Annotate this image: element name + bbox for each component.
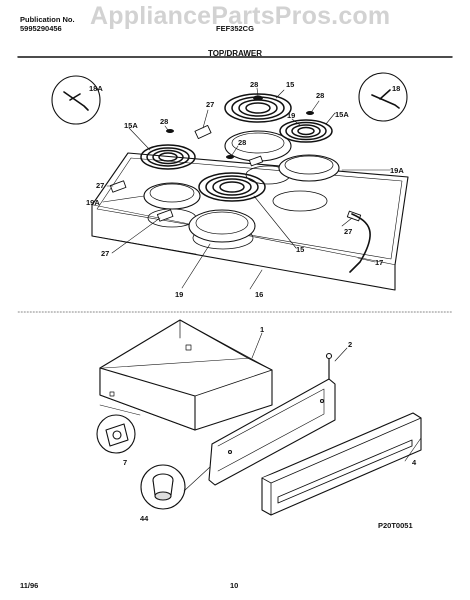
drawer-back-panel [208,352,336,486]
callout-19A-left: 19A [86,198,100,207]
callout-19-front: 19 [175,290,183,299]
watermark: AppliancePartsPros.com [90,2,391,30]
callout-27-left: 27 [96,181,104,190]
drawer-box [99,319,273,431]
drip-pan-right [278,154,340,182]
detail-circle-glide [140,464,186,510]
callout-2: 2 [348,340,352,349]
model-number: FEF352CG [216,24,254,33]
coil-element-left-rear [140,144,196,170]
footer-page-number: 10 [230,581,239,590]
publication-number: 5995290456 [20,24,62,33]
cooktop-top [91,152,409,291]
publication-label: Publication No. [20,15,75,24]
support-rod [349,213,371,273]
callout-27-front: 27 [101,249,109,258]
drip-pan-front [188,209,256,243]
detail-circle-right [358,72,408,122]
detail-circle-left [51,75,101,125]
callout-15-top: 15 [286,80,294,89]
callout-16: 16 [255,290,263,299]
callout-28-right: 28 [316,91,324,100]
callout-4: 4 [412,458,417,467]
receptacle-blocks [109,124,362,222]
callout-18: 18 [392,84,400,93]
callout-27-top: 27 [206,100,214,109]
diagram-code: P20T0051 [378,521,413,530]
leader-lines-bottom [99,332,422,492]
callout-7: 7 [123,458,127,467]
leader-lines-top [102,87,391,290]
callout-28-center: 28 [238,138,246,147]
callout-15A-right: 15A [335,110,349,119]
coil-element-right [279,119,333,143]
section-title: TOP/DRAWER [207,49,263,58]
drawer-front [261,412,422,516]
callout-15A-left: 15A [124,121,138,130]
detail-circle-slide [96,414,136,454]
trim-rings [166,95,314,159]
drip-pan-rear [224,130,292,162]
callout-18A: 18A [89,84,103,93]
coil-element-front [198,172,266,202]
footer-date: 11/96 [20,581,39,590]
callout-28-top: 28 [250,80,258,89]
drip-pan-left [143,182,201,210]
callout-44: 44 [140,514,149,523]
callout-19A-right: 19A [390,166,404,175]
callout-19-right: 19 [287,111,295,120]
callout-15-front: 15 [296,245,304,254]
callout-1: 1 [260,325,264,334]
callout-28-left: 28 [160,117,168,126]
callout-17: 17 [375,258,383,267]
callout-27-right: 27 [344,227,352,236]
